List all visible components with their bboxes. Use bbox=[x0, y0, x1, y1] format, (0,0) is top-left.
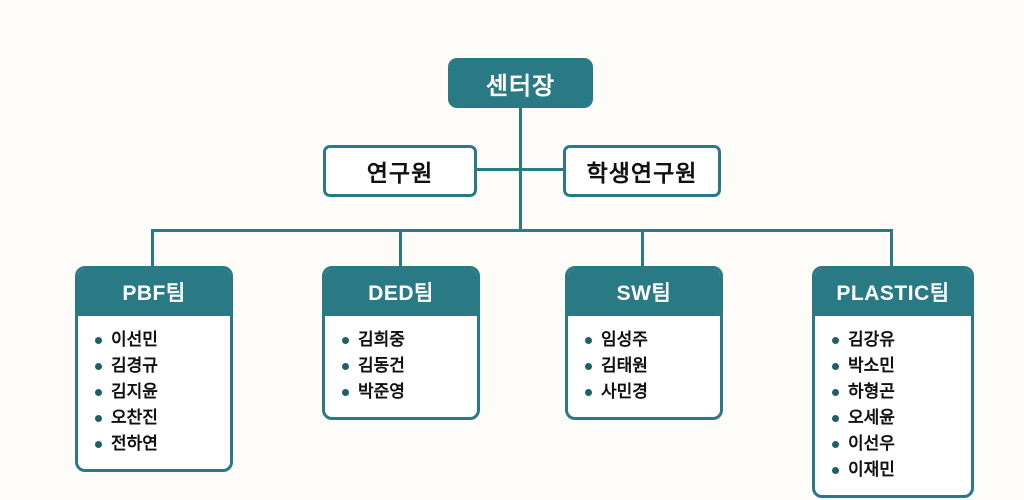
bullet-icon bbox=[832, 388, 839, 396]
bullet-icon bbox=[832, 466, 839, 474]
member-item: 이재민 bbox=[832, 457, 963, 483]
bullet-icon bbox=[95, 336, 102, 344]
node-label: 연구원 bbox=[366, 160, 434, 186]
connector-drop-plastic bbox=[890, 229, 893, 267]
member-name: 김경규 bbox=[111, 356, 158, 375]
member-item: 임성주 bbox=[585, 327, 712, 353]
bullet-icon bbox=[832, 440, 839, 448]
node-center-director: 센터장 bbox=[448, 58, 593, 108]
team-header: PLASTIC팀 bbox=[815, 269, 971, 316]
member-name: 이재민 bbox=[848, 460, 895, 479]
node-researcher: 연구원 bbox=[323, 145, 477, 197]
bullet-icon bbox=[95, 388, 102, 396]
member-name: 이선우 bbox=[848, 434, 895, 453]
bullet-icon bbox=[342, 362, 349, 370]
member-name: 오세윤 bbox=[848, 408, 895, 427]
member-name: 김동건 bbox=[358, 356, 405, 375]
bullet-icon bbox=[832, 336, 839, 344]
member-item: 김경규 bbox=[95, 353, 222, 379]
bullet-icon bbox=[342, 388, 349, 396]
member-item: 사민경 bbox=[585, 379, 712, 405]
bullet-icon bbox=[832, 362, 839, 370]
member-name: 김희중 bbox=[358, 330, 405, 349]
bullet-icon bbox=[95, 414, 102, 422]
member-name: 김태원 bbox=[601, 356, 648, 375]
node-label: 학생연구원 bbox=[586, 160, 698, 186]
member-item: 박소민 bbox=[832, 353, 963, 379]
member-name: 이선민 bbox=[111, 330, 158, 349]
member-item: 이선민 bbox=[95, 327, 222, 353]
bullet-icon bbox=[95, 362, 102, 370]
bullet-icon bbox=[95, 440, 102, 448]
bullet-icon bbox=[585, 336, 592, 344]
bullet-icon bbox=[832, 414, 839, 422]
team-header: SW팀 bbox=[568, 269, 720, 316]
member-item: 전하연 bbox=[95, 431, 222, 457]
member-item: 김태원 bbox=[585, 353, 712, 379]
team-header: DED팀 bbox=[325, 269, 477, 316]
member-item: 김희중 bbox=[342, 327, 469, 353]
member-name: 하형곤 bbox=[848, 382, 895, 401]
member-item: 김강유 bbox=[832, 327, 963, 353]
member-name: 김강유 bbox=[848, 330, 895, 349]
member-name: 전하연 bbox=[111, 434, 158, 453]
member-item: 오세윤 bbox=[832, 405, 963, 431]
node-label: 센터장 bbox=[485, 72, 556, 100]
connector-teams-horizontal bbox=[151, 229, 892, 232]
team-header: PBF팀 bbox=[78, 269, 230, 316]
member-item: 김지윤 bbox=[95, 379, 222, 405]
node-student-researcher: 학생연구원 bbox=[563, 145, 721, 197]
member-name: 오찬진 bbox=[111, 408, 158, 427]
member-name: 사민경 bbox=[601, 382, 648, 401]
member-name: 김지윤 bbox=[111, 382, 158, 401]
member-name: 임성주 bbox=[601, 330, 648, 349]
connector-drop-ded bbox=[399, 229, 402, 267]
bullet-icon bbox=[585, 362, 592, 370]
member-name: 박소민 bbox=[848, 356, 895, 375]
member-item: 이선우 bbox=[832, 431, 963, 457]
connector-drop-sw bbox=[641, 229, 644, 267]
connector-drop-pbf bbox=[151, 229, 154, 267]
bullet-icon bbox=[585, 388, 592, 396]
member-name: 박준영 bbox=[358, 382, 405, 401]
member-item: 하형곤 bbox=[832, 379, 963, 405]
member-item: 김동건 bbox=[342, 353, 469, 379]
bullet-icon bbox=[342, 336, 349, 344]
member-item: 박준영 bbox=[342, 379, 469, 405]
member-item: 오찬진 bbox=[95, 405, 222, 431]
connector-level2-horizontal bbox=[477, 168, 563, 171]
